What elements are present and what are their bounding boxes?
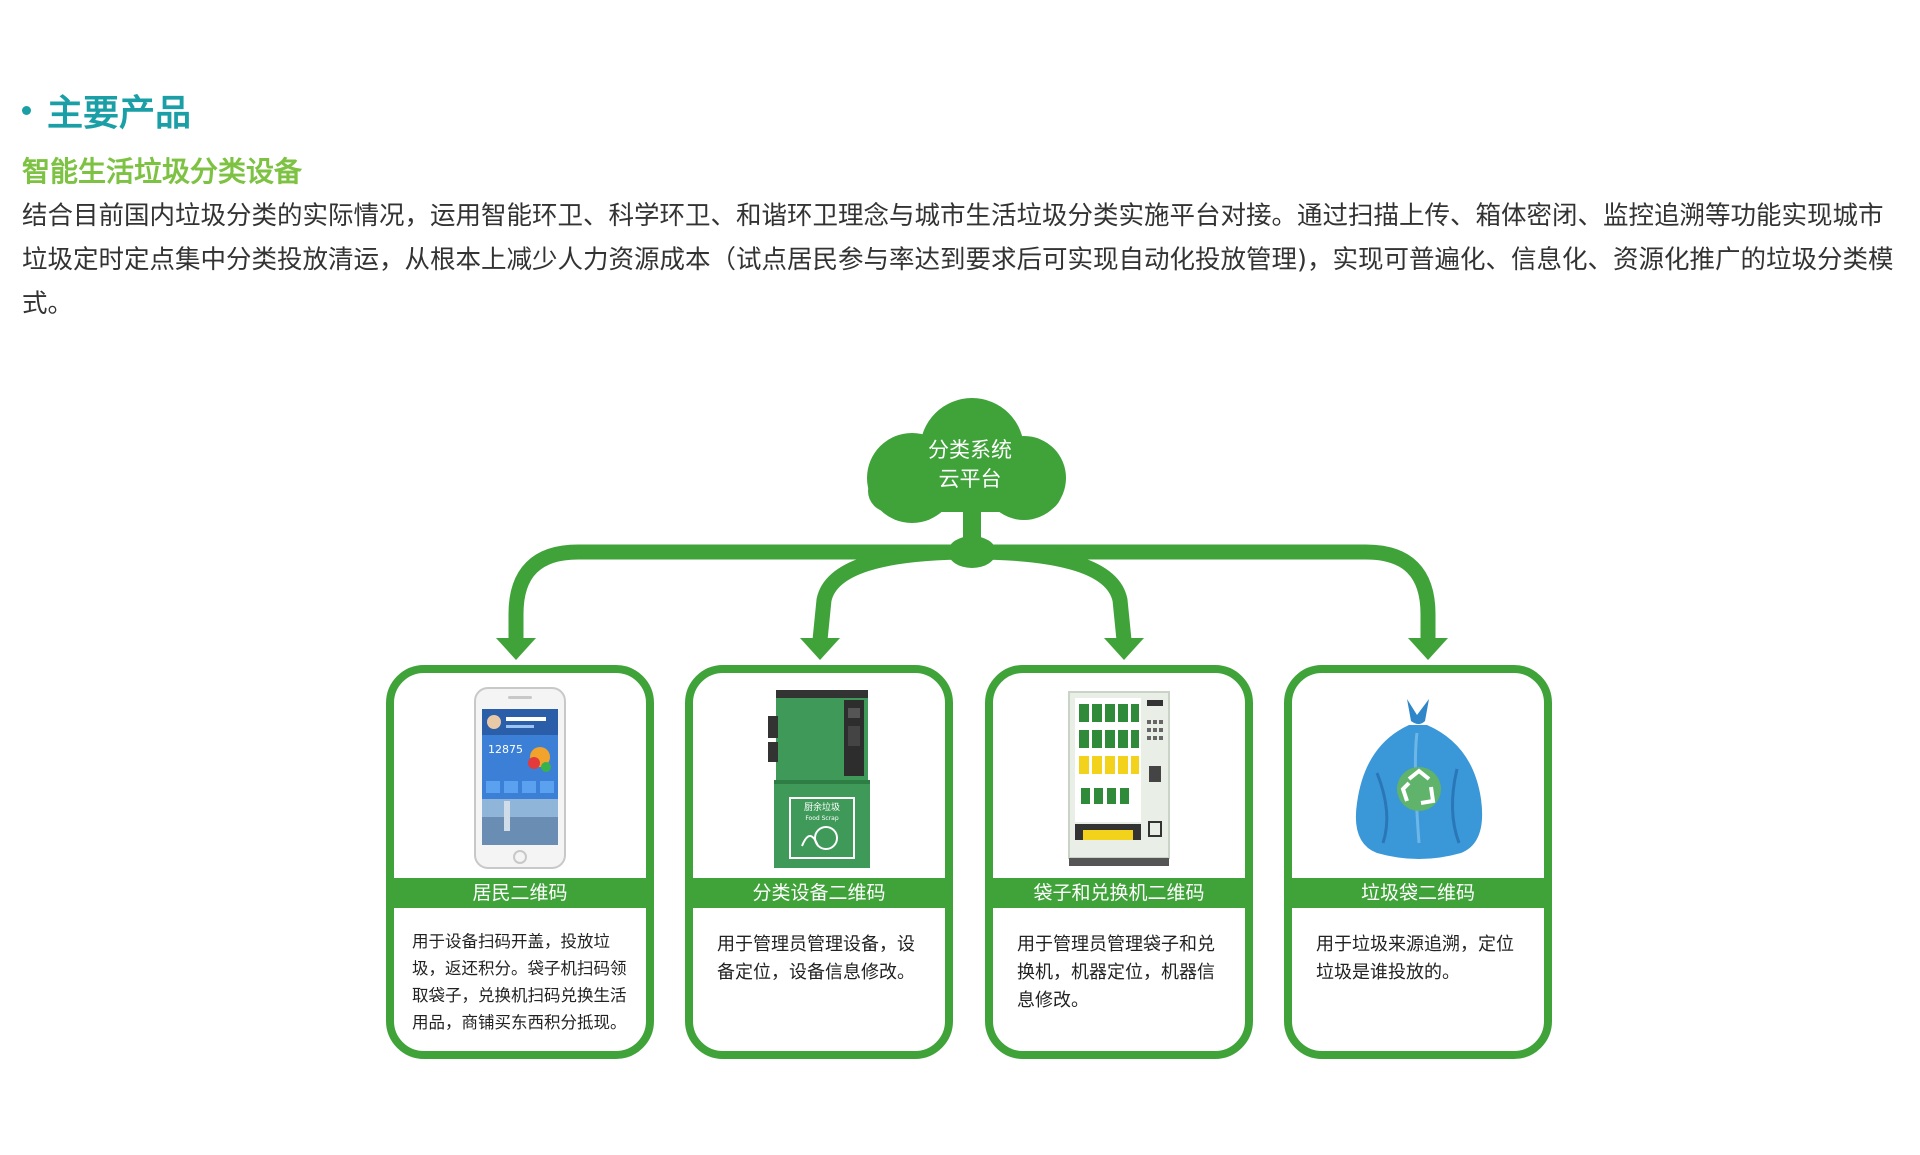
section-heading-text: 主要产品	[47, 93, 192, 134]
arrow-down-icon	[1408, 638, 1448, 660]
bin-label-en: Food Scrap	[805, 815, 839, 822]
card-image: 12875	[394, 683, 646, 873]
cloud-label-line2: 云平台	[938, 467, 1002, 491]
garbage-bag-icon	[1355, 699, 1483, 859]
card-label: 垃圾袋二维码	[1284, 878, 1552, 908]
card-image: 厨余垃圾 Food Scrap	[693, 683, 945, 873]
arrow-down-icon	[496, 638, 536, 660]
card-resident-qr: 12875 居民二维码 用于设备扫码开盖，投放垃圾，返还积分。袋子机扫码领取袋子…	[386, 665, 654, 1059]
bullet-dot-icon	[22, 105, 31, 115]
cloud-label-line1: 分类系统	[928, 438, 1012, 462]
card-description: 用于设备扫码开盖，投放垃圾，返还积分。袋子机扫码领取袋子，兑换机扫码兑换生活用品…	[412, 932, 627, 1032]
card-description: 用于垃圾来源追溯，定位垃圾是谁投放的。	[1316, 934, 1514, 983]
arrow-down-icon	[800, 638, 840, 660]
connector-branches	[508, 544, 1436, 648]
phone-app-icon: 12875	[474, 687, 566, 869]
phone-points: 12875	[488, 743, 523, 756]
bin-label-cn: 厨余垃圾	[804, 801, 840, 813]
card-image	[1292, 683, 1544, 873]
waste-bin-icon: 厨余垃圾 Food Scrap	[768, 690, 870, 868]
product-title: 智能生活垃圾分类设备	[22, 155, 303, 188]
card-label: 分类设备二维码	[685, 878, 953, 908]
cloud-icon	[867, 398, 1066, 523]
section-heading: 主要产品	[22, 84, 191, 136]
cloud-platform-label: 分类系统 云平台	[880, 436, 1060, 494]
card-label: 袋子和兑换机二维码	[985, 878, 1253, 908]
card-description: 用于管理员管理袋子和兑换机，机器定位，机器信息修改。	[1017, 934, 1215, 1011]
arrow-down-icon	[1104, 638, 1144, 660]
card-description: 用于管理员管理设备，设备定位，设备信息修改。	[717, 934, 915, 983]
card-image	[993, 683, 1245, 873]
product-description: 结合目前国内垃圾分类的实际情况，运用智能环卫、科学环卫、和谐环卫理念与城市生活垃…	[22, 201, 1894, 319]
vending-machine-icon	[1068, 691, 1170, 866]
card-label: 居民二维码	[386, 878, 654, 908]
card-device-qr: 厨余垃圾 Food Scrap 分类设备二维码 用于管理员管理设备，设备定位，设…	[685, 665, 953, 1059]
card-garbage-bag-qr: 垃圾袋二维码 用于垃圾来源追溯，定位垃圾是谁投放的。	[1284, 665, 1552, 1059]
card-bag-exchange-qr: 袋子和兑换机二维码 用于管理员管理袋子和兑换机，机器定位，机器信息修改。	[985, 665, 1253, 1059]
connector-arrows	[496, 638, 1448, 660]
